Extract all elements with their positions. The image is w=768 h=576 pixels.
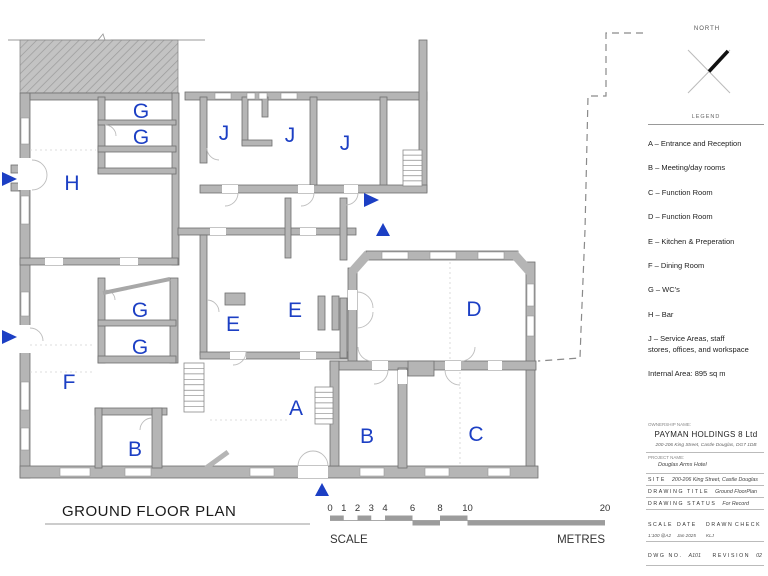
scale-tick: 20 xyxy=(600,503,611,514)
project-label: PROJECT NAME: xyxy=(648,455,685,460)
scale-tick: 4 xyxy=(382,503,387,514)
north-arrow-icon xyxy=(687,49,731,94)
scale-tick: 8 xyxy=(437,503,442,514)
room-label-G: G xyxy=(133,100,149,123)
scale-tick: 6 xyxy=(410,503,415,514)
room-label-B: B xyxy=(128,438,142,461)
legend-title: LEGEND xyxy=(648,114,764,125)
dwg-revision-row: DWG NO. A101 REVISION 02 xyxy=(646,542,764,566)
chamfer-corners xyxy=(348,251,534,275)
room-label-J: J xyxy=(285,124,296,147)
scale-value: 1:100 @A2 xyxy=(648,532,672,538)
scale-tick: 3 xyxy=(369,503,374,514)
scale-right-label: METRES xyxy=(557,534,605,546)
date-label: DATE xyxy=(677,521,697,528)
door-arcs xyxy=(29,124,476,467)
room-label-J: J xyxy=(219,122,230,145)
hatched-adjacent-block xyxy=(19,39,179,94)
legend-item: D – Function Room xyxy=(648,212,713,222)
revision-value: 02 xyxy=(756,553,762,559)
legend-item: C – Function Room xyxy=(648,187,713,197)
room-label-E: E xyxy=(226,313,240,336)
legend-item: E – Kitchen & Preperation xyxy=(648,236,735,246)
drawing-title-row: DRAWING TITLE Ground FloorPlan xyxy=(646,486,764,498)
scale-tick: 0 xyxy=(327,503,332,514)
ownership-label: OWNERSHIP NAME: xyxy=(648,422,692,427)
walls xyxy=(10,39,539,479)
drawing-title-label: DRAWING TITLE xyxy=(648,488,710,495)
scale-tick: 2 xyxy=(355,503,360,514)
room-label-G: G xyxy=(132,336,148,359)
room-label-G: G xyxy=(133,126,149,149)
site-value: 200-206 King Street, Castle Douglas xyxy=(671,476,758,483)
entrance-arrows xyxy=(2,172,390,496)
ownership-address: 200-206 King Street, Castle Douglas, DG7… xyxy=(655,443,757,448)
project-section: PROJECT NAME: Douglas Arms Hotel xyxy=(646,453,764,474)
legend-items: A – Entrance and Reception B – Meeting/da… xyxy=(648,139,764,356)
legend-area-note: Internal Area: 895 sq m xyxy=(648,369,726,379)
scale-date-drawn-check-row: SCALE 1:100 @A2 DATE Jan 2025 DRAWN KLJ CHE… xyxy=(646,510,764,542)
room-label-A: A xyxy=(289,397,303,420)
room-label-B: B xyxy=(360,425,374,448)
legend-item: F – Dining Room xyxy=(648,260,705,270)
room-label-E: E xyxy=(288,299,302,322)
room-label-H: H xyxy=(64,172,79,195)
legend: LEGEND A – Entrance and Reception B – Mee… xyxy=(648,114,764,378)
drawing-title-value: Ground FloorPlan xyxy=(715,488,757,495)
guide-lines xyxy=(30,149,461,464)
room-label-C: C xyxy=(468,423,483,446)
legend-item: A – Entrance and Reception xyxy=(648,139,742,148)
check-label: CHECK xyxy=(735,521,762,528)
ownership-name: PAYMAN HOLDINGS 8 Ltd xyxy=(654,430,758,439)
legend-item: B – Meeting/day rooms xyxy=(648,163,726,173)
entrance-arrow-icon xyxy=(315,483,329,496)
site-boundary-dashed xyxy=(537,32,643,362)
drawn-value: KLJ xyxy=(706,532,714,538)
entrance-arrow-icon xyxy=(376,223,390,236)
entrance-arrow-icon xyxy=(364,193,379,207)
legend-item: J – Service Areas, staff stores, offices… xyxy=(648,334,749,354)
room-label-G: G xyxy=(132,299,148,322)
drawing-status-row: DRAWING STATUS For Record xyxy=(646,498,764,510)
ownership-section: OWNERSHIP NAME: PAYMAN HOLDINGS 8 Ltd 20… xyxy=(646,420,764,453)
windows xyxy=(20,92,535,477)
diagonal-wall xyxy=(102,277,171,295)
room-label-D: D xyxy=(466,298,481,321)
legend-item: H – Bar xyxy=(648,309,674,319)
dwg-no-label: DWG NO. xyxy=(648,553,683,559)
site-row: SITE 200-206 King Street, Castle Douglas xyxy=(646,474,764,486)
scale-tick: 1 xyxy=(341,503,346,514)
room-label-F: F xyxy=(63,371,76,394)
scale-tick: 10 xyxy=(462,503,473,514)
revision-label: REVISION xyxy=(712,553,751,559)
room-label-J: J xyxy=(340,132,351,155)
legend-item: G – WC's xyxy=(648,285,680,295)
plan-title: GROUND FLOOR PLAN xyxy=(62,503,237,520)
title-block: OWNERSHIP NAME: PAYMAN HOLDINGS 8 Ltd 20… xyxy=(646,420,764,566)
north-label: NORTH xyxy=(693,26,721,32)
door-gaps xyxy=(18,158,502,478)
stairs xyxy=(183,149,423,425)
scale-left-label: SCALE xyxy=(330,534,368,546)
entrance-arrow-icon xyxy=(2,172,17,186)
dwg-no-value: A101 xyxy=(688,553,701,559)
drawing-status-label: DRAWING STATUS xyxy=(648,500,717,507)
site-label: SITE xyxy=(648,476,666,483)
project-name: Douglas Arms Hotel xyxy=(658,462,707,468)
drawing-status-value: For Record xyxy=(722,500,749,507)
scale-label: SCALE xyxy=(648,521,674,528)
angled-wall xyxy=(204,449,230,471)
entrance-arrow-icon xyxy=(2,330,17,344)
date-value: Jan 2025 xyxy=(677,532,696,538)
drawn-label: DRAWN xyxy=(706,521,734,528)
